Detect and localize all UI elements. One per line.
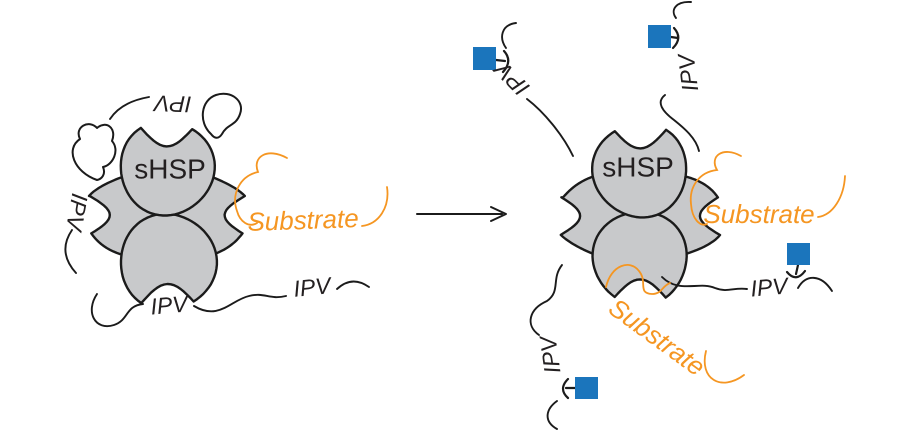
right-bottom-lobe — [591, 210, 688, 299]
ipv-label: IPV — [61, 191, 94, 235]
right-top-lobe — [591, 128, 688, 219]
left-tail-squiggle — [193, 293, 287, 313]
ipv-label: IPV — [292, 272, 334, 302]
right-substrate-curve — [689, 151, 742, 226]
tag-connector — [794, 263, 800, 276]
left-bottom-lobe — [119, 212, 219, 305]
substrate-label: Substrate — [703, 199, 814, 229]
left-substrate-curve — [361, 186, 389, 227]
shsp-label: sHSP — [602, 152, 674, 183]
right-substrate-curve — [817, 175, 846, 218]
tag-connector — [671, 26, 680, 50]
tag-connector — [669, 35, 680, 40]
tag-connector — [785, 269, 807, 279]
right-tail-topleft — [526, 98, 574, 157]
blue-square-tag — [473, 47, 496, 70]
tag-connector — [561, 377, 570, 400]
shsp-label: sHSP — [134, 154, 206, 185]
right-tail-bottomleft-arc — [546, 400, 558, 430]
substrate-label: Substrate — [247, 203, 359, 237]
tag-connector — [501, 49, 510, 74]
arrow-head — [490, 206, 507, 222]
right-tail-topright-arc — [672, 1, 692, 19]
right-tail-right-arc — [797, 276, 833, 292]
left-tail-squiggle — [90, 293, 144, 328]
right-tail-topleft-arc — [501, 22, 517, 49]
left-tail-squiggle — [109, 96, 150, 120]
ipv-label: IPV — [749, 272, 791, 301]
reaction-arrow — [416, 206, 507, 222]
blue-square-tag — [575, 377, 598, 399]
bottom-substrate-curve — [703, 350, 745, 384]
blue-square-tag — [787, 243, 810, 265]
left-top-lobe — [119, 126, 216, 217]
left-tail-blob-topright — [201, 92, 243, 139]
left-complex: sHSP IPV IPV IPV IPV Substrate — [61, 90, 389, 328]
right-tail-bottomleft — [529, 264, 563, 336]
tag-connector — [494, 58, 507, 63]
bottom-substrate-curve — [605, 264, 671, 295]
right-tail-right — [661, 276, 748, 291]
left-tail-squiggle — [64, 229, 77, 274]
ipv-label: IPV — [149, 290, 191, 319]
ipv-label: IPV — [534, 332, 565, 375]
ipv-label: IPV — [151, 90, 192, 117]
left-substrate-curve — [234, 152, 288, 226]
right-tail-topright — [659, 94, 700, 152]
blue-square-tag — [648, 25, 671, 48]
ipv-label: IPV — [673, 50, 704, 93]
substrate-label: Substrate — [603, 292, 711, 382]
left-tail-squiggle — [336, 280, 370, 290]
right-complex: sHSP IPV IPV IPV IPV Substrate Substrate — [473, 1, 846, 430]
left-tail-blob-topleft — [71, 123, 117, 181]
